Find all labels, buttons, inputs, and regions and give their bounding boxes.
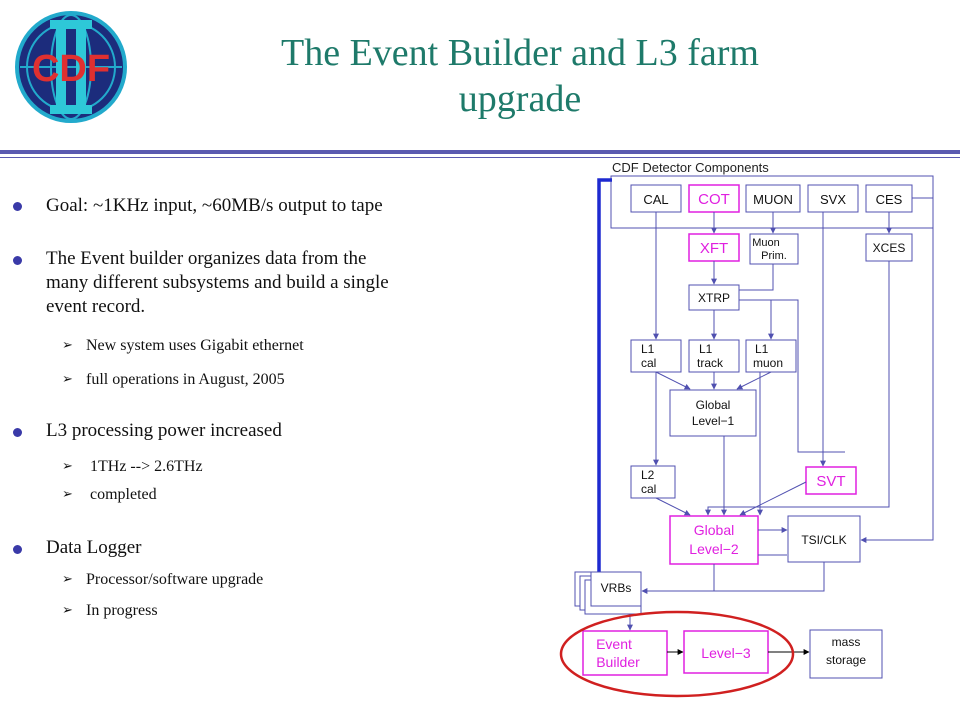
svg-text:Level−2: Level−2	[689, 541, 739, 557]
svg-text:track: track	[697, 356, 724, 370]
sub-arrow-icon: ➢	[62, 603, 73, 618]
title-divider	[0, 150, 960, 154]
bullet-dot	[13, 545, 22, 554]
bullet-event-builder-line-1: The Event builder organizes data from th…	[46, 248, 367, 269]
svg-text:TSI/CLK: TSI/CLK	[801, 533, 846, 547]
svg-text:VRBs: VRBs	[601, 581, 632, 595]
global-level-2-box: Global Level−2	[669, 515, 759, 565]
l2-cal-box: L2 cal	[630, 465, 676, 499]
tsi-clk-box: TSI/CLK	[787, 515, 861, 563]
bullet-event-builder-line-2: many different subsystems and build a si…	[46, 272, 389, 293]
svg-text:CAL: CAL	[643, 192, 668, 207]
svg-text:XCES: XCES	[873, 241, 906, 255]
xtrp-box: XTRP	[688, 284, 740, 311]
svx-box: SVX	[807, 184, 859, 213]
svg-text:Muon: Muon	[752, 237, 780, 249]
sub-gigabit: New system uses Gigabit ethernet	[86, 337, 304, 354]
connector-lines	[627, 197, 934, 631]
l1-track-box: L1 track	[688, 339, 740, 373]
cdf-logo: CDF	[15, 11, 127, 123]
sub-arrow-icon: ➢	[62, 459, 73, 474]
sub-arrow-icon: ➢	[62, 487, 73, 502]
svg-text:mass: mass	[832, 635, 861, 649]
sub-arrow-icon: ➢	[62, 572, 73, 587]
sub-in-progress: In progress	[86, 602, 158, 619]
svg-text:L1: L1	[755, 342, 769, 356]
svg-text:CES: CES	[876, 192, 903, 207]
page-title: The Event Builder and L3 farm upgrade	[150, 30, 890, 122]
bullet-event-builder-line-3: event record.	[46, 296, 146, 317]
svg-text:Level−3: Level−3	[701, 645, 751, 661]
bullet-dot	[13, 202, 22, 211]
bullet-goal: Goal: ~1KHz input, ~60MB/s output to tap…	[46, 195, 383, 216]
svt-box: SVT	[805, 466, 857, 495]
sub-arrow-icon: ➢	[62, 372, 73, 387]
sub-arrow-icon: ➢	[62, 338, 73, 353]
bullet-dot	[13, 428, 22, 437]
svg-text:cal: cal	[641, 482, 656, 496]
svg-text:Builder: Builder	[596, 654, 640, 670]
svg-text:L1: L1	[641, 342, 655, 356]
svg-text:cal: cal	[641, 356, 656, 370]
vrbs-box: VRBs	[574, 571, 642, 615]
global-level-1-box: Global Level−1	[669, 389, 757, 437]
svg-text:storage: storage	[826, 653, 866, 667]
sub-full-operations: full operations in August, 2005	[86, 371, 285, 388]
cdf-trigger-diagram: CDF Detector Components CAL COT MUON SVX…	[559, 160, 934, 698]
title-line-2: upgrade	[458, 78, 582, 120]
svg-text:Global: Global	[696, 398, 731, 412]
svg-text:Global: Global	[694, 522, 734, 538]
svg-text:XFT: XFT	[700, 240, 728, 257]
xces-box: XCES	[865, 233, 913, 262]
l1-muon-box: L1 muon	[745, 339, 797, 373]
svg-text:muon: muon	[753, 356, 783, 370]
title-line-1: The Event Builder and L3 farm	[280, 32, 759, 74]
cal-box: CAL	[630, 184, 682, 213]
svg-text:L1: L1	[699, 342, 713, 356]
bullet-dot	[13, 256, 22, 265]
ces-box: CES	[865, 184, 913, 213]
svg-text:Prim.: Prim.	[761, 250, 787, 262]
cot-box: COT	[688, 184, 740, 213]
xft-box: XFT	[688, 233, 740, 262]
svg-text:Level−1: Level−1	[692, 414, 735, 428]
muon-box: MUON	[745, 184, 801, 213]
mass-storage-box: mass storage	[809, 629, 883, 679]
diagram-header: CDF Detector Components	[612, 160, 769, 175]
title-divider-thin	[0, 157, 960, 158]
sub-thz: 1THz --> 2.6THz	[90, 458, 203, 475]
svg-text:SVX: SVX	[820, 192, 846, 207]
svg-text:MUON: MUON	[753, 192, 793, 207]
bullet-list: Goal: ~1KHz input, ~60MB/s output to tap…	[13, 195, 389, 619]
sub-completed: completed	[90, 486, 157, 503]
muon-prim-box: Muon Prim.	[749, 233, 799, 265]
readout-bus-line	[597, 178, 612, 592]
logo-text: CDF	[32, 48, 110, 90]
svg-text:XTRP: XTRP	[698, 291, 730, 305]
bullet-data-logger: Data Logger	[46, 537, 142, 558]
sub-processor: Processor/software upgrade	[86, 571, 264, 588]
svg-text:SVT: SVT	[816, 473, 845, 490]
svg-text:L2: L2	[641, 468, 655, 482]
svg-text:Event: Event	[596, 636, 632, 652]
l1-cal-box: L1 cal	[630, 339, 682, 373]
bullet-l3: L3 processing power increased	[46, 420, 282, 441]
level-3-box: Level−3	[683, 630, 769, 674]
svg-text:COT: COT	[698, 191, 730, 208]
event-builder-box: Event Builder	[582, 630, 668, 676]
highlight-ellipse	[559, 610, 795, 698]
